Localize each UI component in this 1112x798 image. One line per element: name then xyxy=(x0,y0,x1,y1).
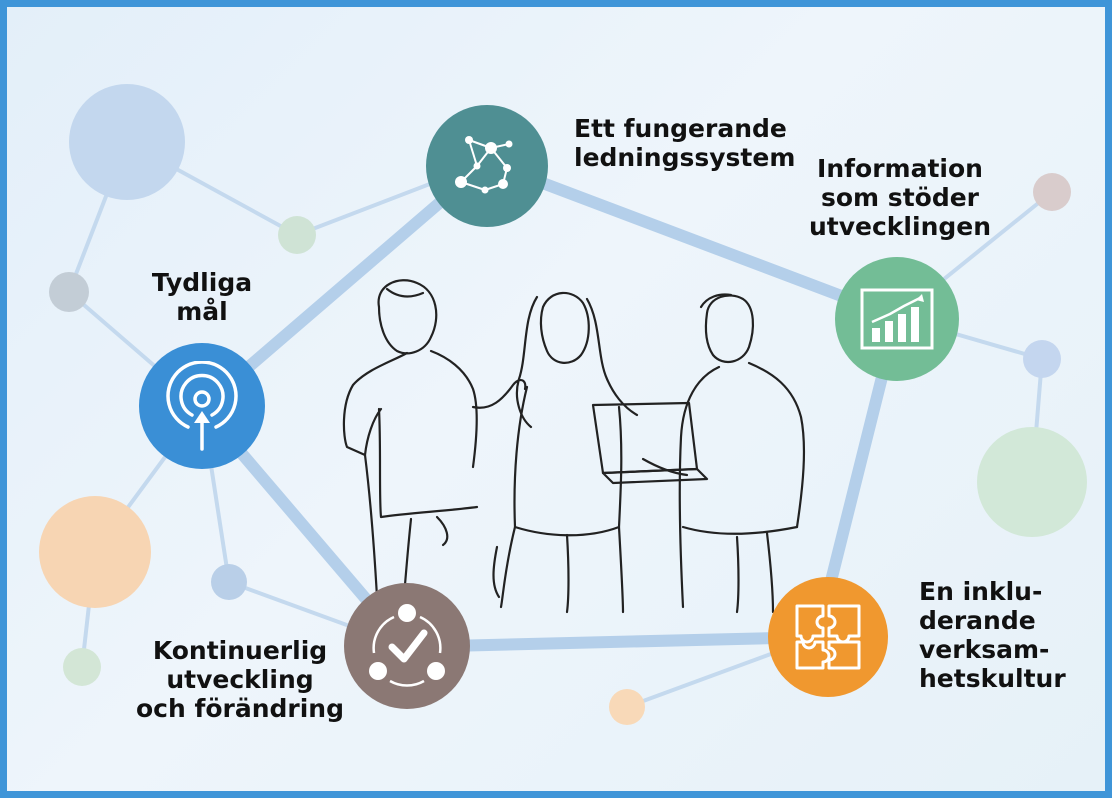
deco-circle-blue-large xyxy=(69,84,185,200)
hub-kultur xyxy=(768,577,888,697)
cycle-check-icon xyxy=(369,604,445,687)
deco-circle-peach-large xyxy=(39,496,151,608)
puzzle-icon xyxy=(795,604,861,670)
label-mal: Tydliga mål xyxy=(151,268,253,326)
hub-mal xyxy=(139,343,265,469)
deco-circle-green-small-2 xyxy=(63,648,101,686)
people-line-drawing-icon xyxy=(342,279,806,614)
deco-circle-mauve xyxy=(1033,173,1071,211)
deco-circle-peach-small xyxy=(609,689,645,725)
bar-chart-icon xyxy=(860,288,934,350)
deco-circle-gray xyxy=(49,272,89,312)
deco-circle-green-large xyxy=(977,427,1087,537)
label-ledningssystem: Ett fungerande ledningssystem xyxy=(574,114,796,172)
deco-circle-blue-small xyxy=(211,564,247,600)
hub-information xyxy=(835,257,959,381)
deco-circle-blue-small-2 xyxy=(1023,340,1061,378)
label-information: Information som stöder utvecklingen xyxy=(808,154,992,241)
deco-circle-green-small xyxy=(278,216,316,254)
label-kultur: En inklu- derande verksam- hetskultur xyxy=(919,577,1066,693)
hub-ledningssystem xyxy=(426,105,548,227)
network-icon xyxy=(455,136,513,194)
target-icon xyxy=(166,361,238,451)
hub-kontinuerlig xyxy=(344,583,470,709)
label-kontinuerlig: Kontinuerlig utveckling och förändring xyxy=(135,636,345,723)
